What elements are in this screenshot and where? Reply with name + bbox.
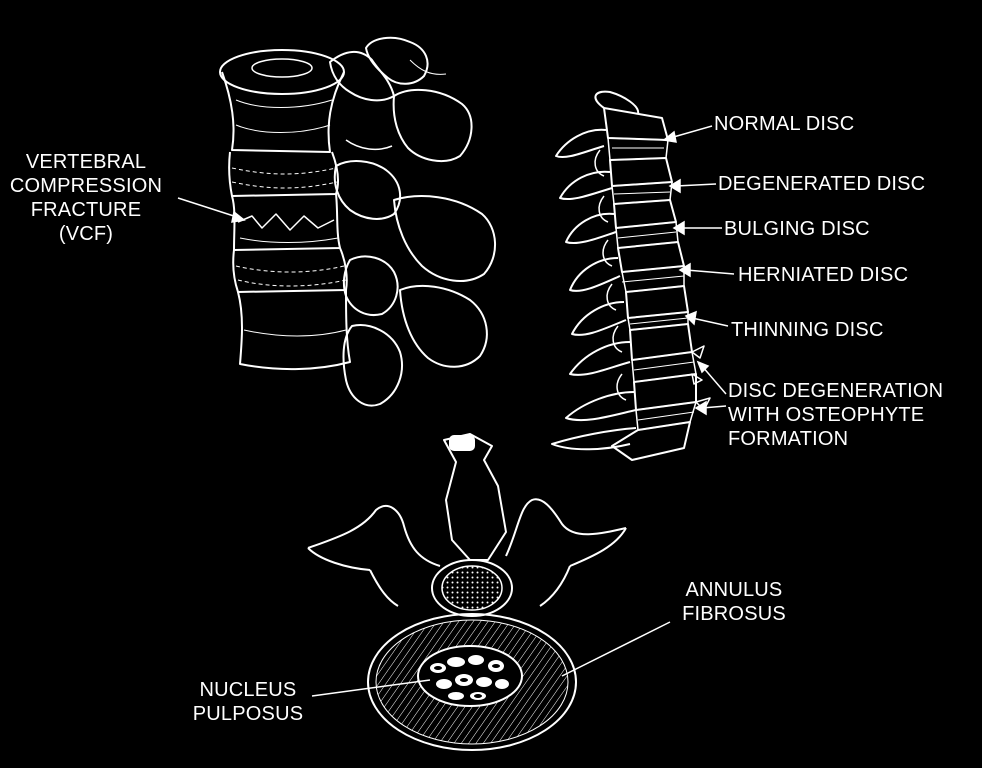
vcf-label-line-4: (VCF) xyxy=(58,223,114,245)
vcf-label-line-3: FRACTURE xyxy=(30,199,142,221)
nucleus-label-line-1: NUCLEUS xyxy=(199,679,297,701)
annulus-label-line-2: FIBROSUS xyxy=(682,603,786,625)
vcf-label-line-2: COMPRESSION xyxy=(9,175,163,197)
nucleus-pulposus-label: NUCLEUS PULPOSUS xyxy=(180,678,316,726)
osteophyte-label-line-2: WITH OSTEOPHYTE xyxy=(728,404,925,426)
osteophyte-label: DISC DEGENERATION WITH OSTEOPHYTE FORMAT… xyxy=(728,379,943,451)
normal-disc-label: NORMAL DISC xyxy=(714,113,855,135)
thinning-disc-label: THINNING DISC xyxy=(731,319,884,341)
vcf-label-line-1: VERTEBRAL xyxy=(25,151,147,173)
annulus-fibrosus-label: ANNULUS FIBROSUS xyxy=(664,578,804,626)
spinal-column-illustration xyxy=(551,90,711,461)
herniated-disc-label: HERNIATED DISC xyxy=(738,264,909,286)
nucleus-label-line-2: PULPOSUS xyxy=(192,703,304,725)
bulging-disc-label: BULGING DISC xyxy=(724,218,870,240)
lumbar-vertebrae-illustration xyxy=(219,36,497,407)
axial-disc-illustration xyxy=(307,433,627,751)
vcf-label: VERTEBRAL COMPRESSION FRACTURE (VCF) xyxy=(0,150,186,246)
osteophyte-label-line-1: DISC DEGENERATION xyxy=(728,380,944,402)
degenerated-disc-label: DEGENERATED DISC xyxy=(718,173,926,195)
annulus-label-line-1: ANNULUS xyxy=(685,579,783,601)
leader-lines xyxy=(177,125,735,697)
osteophyte-label-line-3: FORMATION xyxy=(728,428,849,450)
